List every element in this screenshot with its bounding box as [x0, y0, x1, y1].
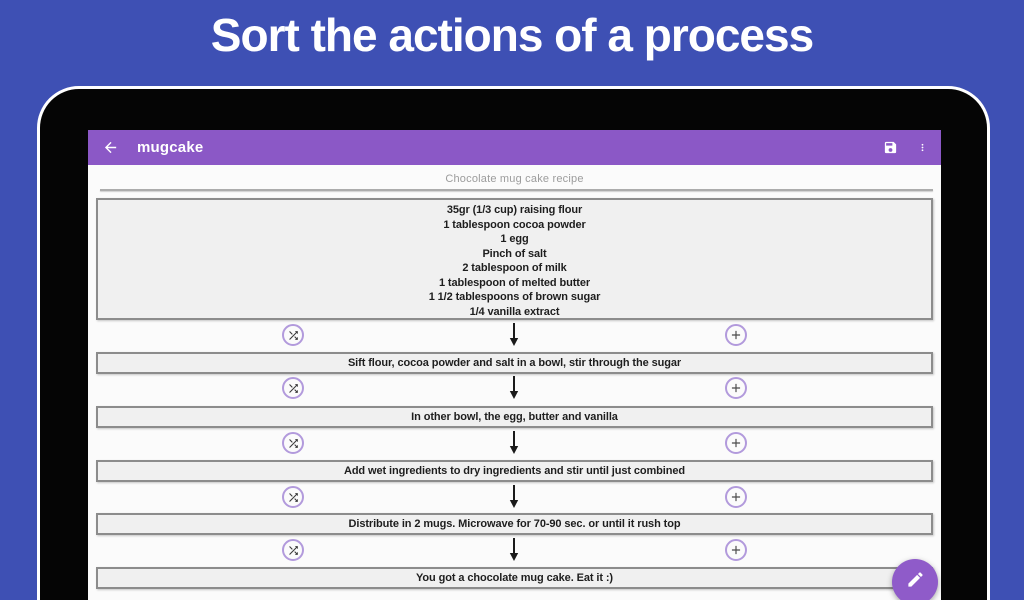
connector-row	[88, 430, 941, 456]
ingredient-line: Pinch of salt	[482, 247, 547, 260]
toolbar: mugcake	[88, 130, 941, 165]
page-title: Sort the actions of a process	[210, 9, 814, 61]
shuffle-button[interactable]	[282, 377, 304, 399]
ingredient-line: 1 tablespoon of melted butter	[438, 276, 591, 289]
flow-arrow-down-icon	[507, 322, 521, 348]
ingredient-line: 1 1/2 tablespoons of brown sugar	[428, 291, 601, 303]
pencil-icon	[906, 570, 925, 594]
step-box[interactable]: Sift flour, cocoa powder and salt in a b…	[96, 352, 933, 374]
app-screen: mugcake Chocolate mug cake recipe 35gr (…	[88, 130, 941, 600]
flow-arrow-down-icon	[507, 484, 521, 510]
shuffle-button[interactable]	[282, 432, 304, 454]
step-box[interactable]: In other bowl, the egg, butter and vanil…	[96, 406, 933, 428]
recipe-title-field[interactable]: Chocolate mug cake recipe	[445, 173, 584, 185]
ingredient-line: 35gr (1/3 cup) raising flour	[446, 204, 583, 216]
edit-fab-button[interactable]	[892, 559, 938, 600]
shuffle-button[interactable]	[282, 539, 304, 561]
step-box[interactable]: You got a chocolate mug cake. Eat it :)	[96, 567, 933, 589]
shuffle-button[interactable]	[282, 486, 304, 508]
overflow-menu-icon[interactable]	[917, 139, 928, 156]
flow-arrow-down-icon	[507, 375, 521, 401]
tablet-frame: mugcake Chocolate mug cake recipe 35gr (…	[37, 86, 990, 600]
shuffle-button[interactable]	[282, 324, 304, 346]
add-step-button[interactable]	[725, 377, 747, 399]
connector-row	[88, 375, 941, 401]
recipe-title-underline	[100, 189, 933, 191]
add-step-button[interactable]	[725, 539, 747, 561]
connector-row	[88, 322, 941, 348]
add-step-button[interactable]	[725, 324, 747, 346]
toolbar-title: mugcake	[137, 139, 204, 156]
step-box[interactable]: Distribute in 2 mugs. Microwave for 70-9…	[96, 513, 933, 535]
ingredients-box[interactable]: 35gr (1/3 cup) raising flour 1 tablespoo…	[96, 198, 933, 320]
ingredient-line: 1 tablespoon cocoa powder	[443, 218, 586, 231]
ingredient-line: 1/4 vanilla extract	[469, 305, 560, 318]
step-box[interactable]: Add wet ingredients to dry ingredients a…	[96, 460, 933, 482]
connector-row	[88, 484, 941, 510]
connector-row	[88, 537, 941, 563]
flow-arrow-down-icon	[507, 430, 521, 456]
back-icon[interactable]	[102, 139, 119, 156]
flow-arrow-down-icon	[507, 537, 521, 563]
add-step-button[interactable]	[725, 486, 747, 508]
add-step-button[interactable]	[725, 432, 747, 454]
ingredient-line: 1 egg	[500, 233, 529, 245]
ingredient-line: 2 tablespoon of milk	[462, 262, 567, 274]
save-icon[interactable]	[883, 140, 898, 155]
